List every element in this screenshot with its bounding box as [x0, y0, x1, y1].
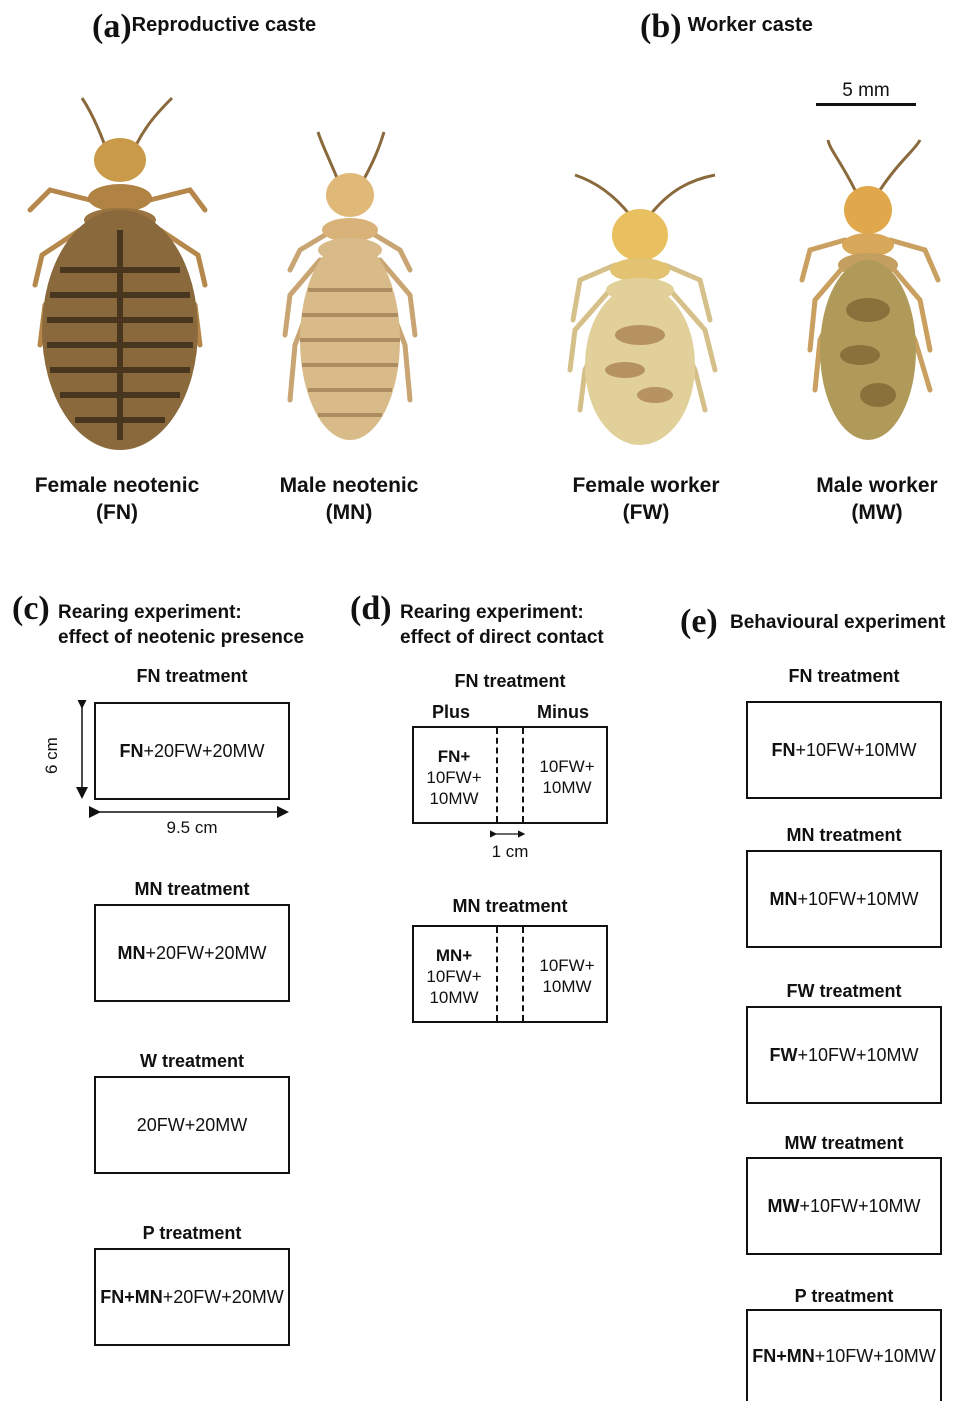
e-treatment-title-fw: FW treatment — [744, 981, 944, 1002]
caste-label-fn: Female neotenic (FN) — [2, 472, 232, 526]
cell-line: FN+ — [414, 746, 494, 767]
cell-line: 10FW+ — [414, 767, 494, 788]
d-minus-cell: 10FW+ 10MW — [526, 955, 608, 997]
c-treatment-box-p: FN+MN+20FW+20MW — [94, 1248, 290, 1346]
d-plus-cell: FN+ 10FW+ 10MW — [414, 746, 494, 809]
panel-c-title: Rearing experiment: effect of neotenic p… — [58, 600, 304, 650]
cell-line: 10MW — [414, 788, 494, 809]
cell-line: 10FW+ — [526, 756, 608, 777]
mesh-divider — [522, 728, 524, 822]
panel-c-letter: (c) — [12, 590, 50, 628]
panel-b-letter: (b) — [640, 8, 682, 45]
panel-d-letter: (d) — [350, 590, 392, 628]
mesh-divider — [522, 927, 524, 1021]
treatment-bold: MW — [767, 1196, 799, 1217]
c-dim-height: 6 cm — [42, 737, 62, 774]
c-treatment-title-w: W treatment — [92, 1051, 292, 1072]
treatment-rest: 20FW+20MW — [137, 1115, 248, 1136]
cell-line: 10MW — [526, 777, 608, 798]
caste-label-fw: Female worker (FW) — [531, 472, 761, 526]
d-treatment-box-fn: FN+ 10FW+ 10MW 10FW+ 10MW — [412, 726, 608, 824]
c-dim-width: 9.5 cm — [94, 818, 290, 838]
mesh-divider — [496, 728, 498, 822]
e-treatment-title-fn: FN treatment — [744, 666, 944, 687]
treatment-rest: +10FW+10MW — [795, 740, 916, 761]
caste-label-mn: Male neotenic (MN) — [234, 472, 464, 526]
cell-line: 10FW+ — [526, 955, 608, 976]
panel-c-title-line2: effect of neotenic presence — [58, 625, 304, 650]
treatment-rest: +20FW+20MW — [145, 943, 266, 964]
treatment-bold: FN+MN — [100, 1287, 163, 1308]
e-treatment-title-mn: MN treatment — [744, 825, 944, 846]
e-treatment-title-mw: MW treatment — [744, 1133, 944, 1154]
panel-a-letter: (a) — [92, 8, 132, 45]
treatment-bold: FN — [771, 740, 795, 761]
female-neotenic-image — [20, 90, 220, 460]
mesh-divider — [496, 927, 498, 1021]
c-treatment-title-p: P treatment — [92, 1223, 292, 1244]
e-treatment-title-p: P treatment — [744, 1286, 944, 1307]
treatment-rest: +20FW+20MW — [163, 1287, 284, 1308]
panel-a-title: Reproductive caste — [132, 14, 317, 36]
c-treatment-title-mn: MN treatment — [92, 879, 292, 900]
panel-d-title-line2: effect of direct contact — [400, 625, 604, 650]
e-treatment-box-fw: FW+10FW+10MW — [746, 1006, 942, 1104]
male-worker-image — [790, 140, 950, 450]
cell-line: 10MW — [526, 976, 608, 997]
scale-bar — [816, 103, 916, 106]
caste-name: Female worker — [531, 472, 761, 499]
e-treatment-box-mn: MN+10FW+10MW — [746, 850, 942, 948]
cell-line: MN+ — [414, 945, 494, 966]
d-plus-label: Plus — [432, 702, 470, 723]
d-treatment-title-fn: FN treatment — [410, 671, 610, 692]
caste-label-mw: Male worker (MW) — [762, 472, 980, 526]
treatment-bold: FW — [769, 1045, 797, 1066]
caste-name: Male neotenic — [234, 472, 464, 499]
panel-d-title: Rearing experiment: effect of direct con… — [400, 600, 604, 650]
d-plus-cell: MN+ 10FW+ 10MW — [414, 945, 494, 1008]
d-gap-label: 1 cm — [480, 842, 540, 862]
caste-name: Female neotenic — [2, 472, 232, 499]
caste-abbr: (FW) — [531, 499, 761, 526]
treatment-rest: +10FW+10MW — [797, 1045, 918, 1066]
male-neotenic-image — [260, 130, 440, 450]
panel-a-header: (a)Reproductive caste — [92, 8, 316, 46]
d-treatment-box-mn: MN+ 10FW+ 10MW 10FW+ 10MW — [412, 925, 608, 1023]
panel-d-title-line1: Rearing experiment: — [400, 600, 604, 625]
caste-abbr: (FN) — [2, 499, 232, 526]
e-treatment-box-p: FN+MN+10FW+10MW — [746, 1309, 942, 1401]
c-treatment-box-w: 20FW+20MW — [94, 1076, 290, 1174]
panel-c-title-line1: Rearing experiment: — [58, 600, 304, 625]
panel-b-header: (b) Worker caste — [640, 8, 813, 46]
panel-b-title: Worker caste — [688, 14, 813, 36]
treatment-rest: +10FW+10MW — [815, 1346, 936, 1367]
treatment-rest: +10FW+10MW — [799, 1196, 920, 1217]
e-treatment-box-mw: MW+10FW+10MW — [746, 1157, 942, 1255]
treatment-rest: +10FW+10MW — [797, 889, 918, 910]
cell-line: 10MW — [414, 987, 494, 1008]
treatment-bold: FN+MN — [752, 1346, 815, 1367]
caste-abbr: (MN) — [234, 499, 464, 526]
d-minus-label: Minus — [537, 702, 589, 723]
female-worker-image — [555, 170, 735, 460]
cell-line: 10FW+ — [414, 966, 494, 987]
c-treatment-title-fn: FN treatment — [92, 666, 292, 687]
caste-name: Male worker — [762, 472, 980, 499]
panel-e-title: Behavioural experiment — [730, 612, 945, 634]
scale-bar-label: 5 mm — [816, 80, 916, 102]
e-treatment-box-fn: FN+10FW+10MW — [746, 701, 942, 799]
d-treatment-title-mn: MN treatment — [410, 896, 610, 917]
c-treatment-box-mn: MN+20FW+20MW — [94, 904, 290, 1002]
treatment-bold: MN — [117, 943, 145, 964]
treatment-bold: MN — [769, 889, 797, 910]
panel-e-letter: (e) — [680, 603, 718, 641]
caste-abbr: (MW) — [762, 499, 980, 526]
d-minus-cell: 10FW+ 10MW — [526, 756, 608, 798]
d-gap-arrow — [490, 826, 530, 842]
